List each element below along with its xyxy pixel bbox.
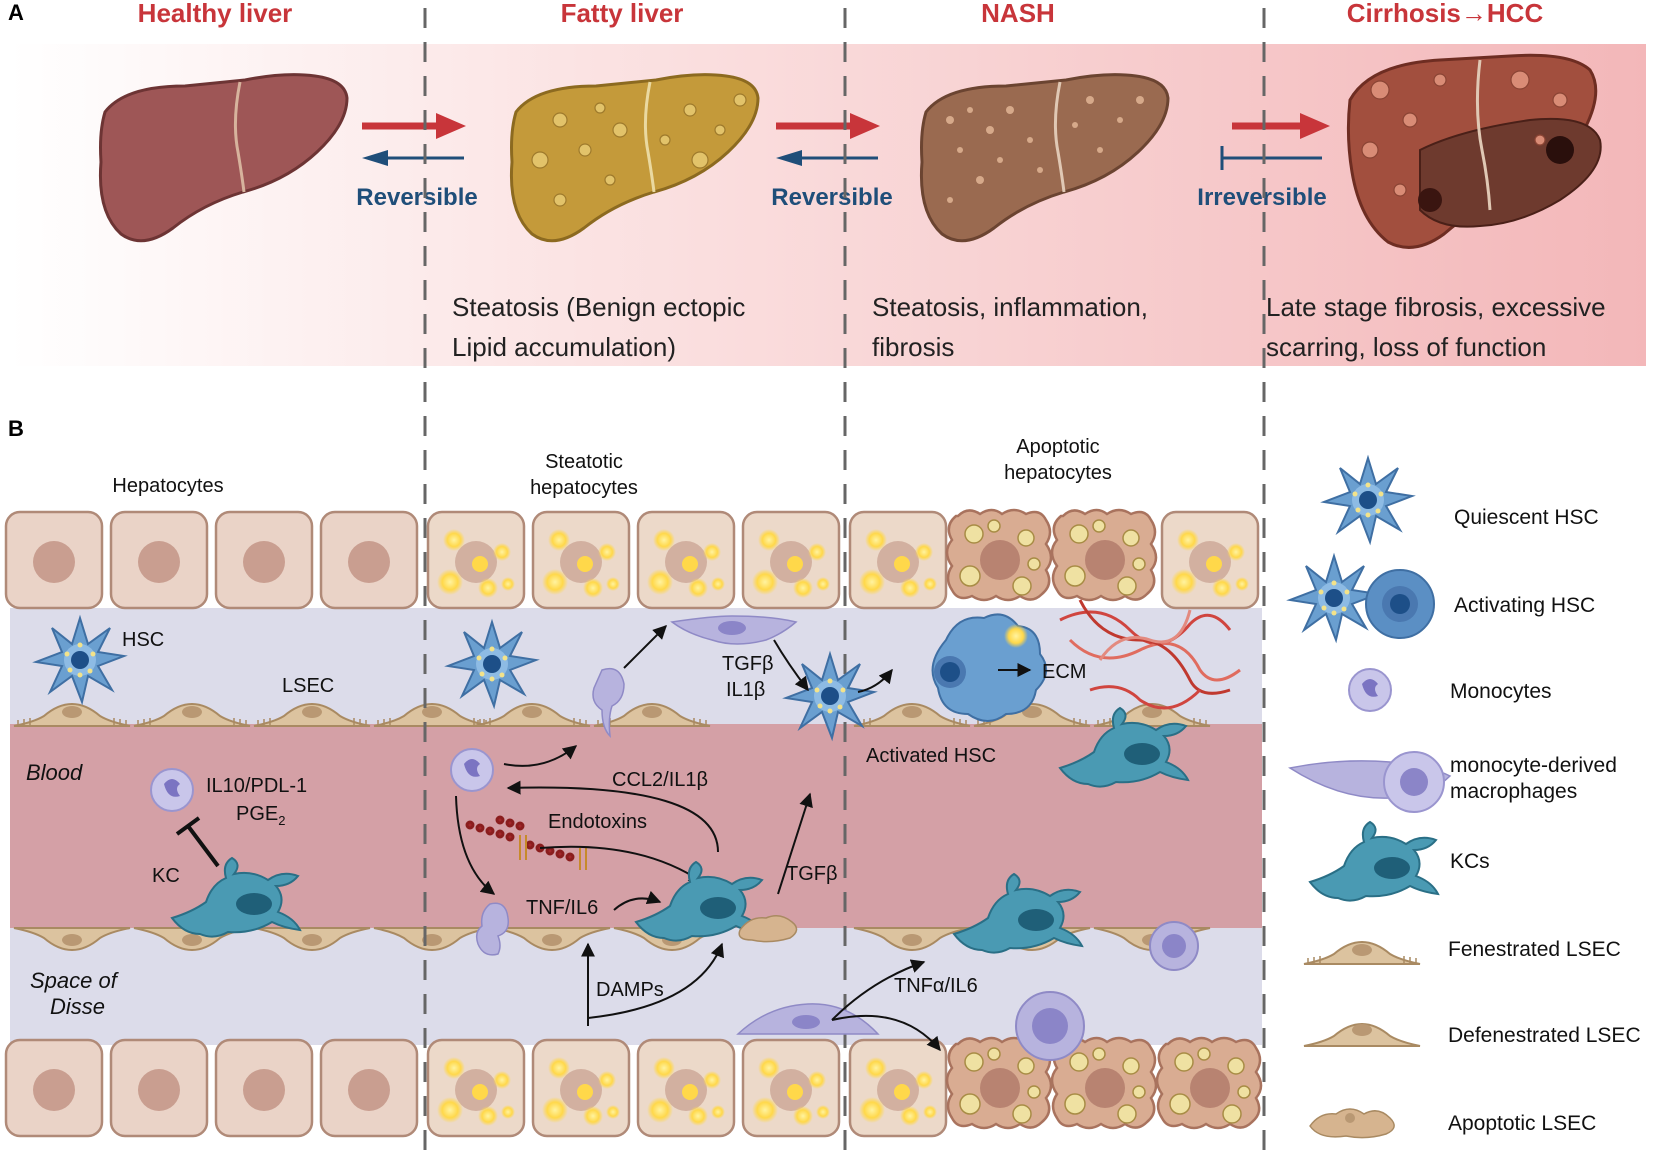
macrophage-cell-2: [736, 1003, 880, 1035]
endotoxin-arrow: [539, 845, 704, 883]
arrow-label-irreversible: Irreversible: [1197, 184, 1326, 211]
ecm-fibers: [1059, 599, 1241, 710]
apoptotic-lsec-small: [738, 915, 798, 943]
tnfa-il6-label: TNFα/IL6: [894, 975, 978, 997]
tgfb-arrow: [777, 792, 813, 895]
fatty-description-line1: Steatosis (Benign ectopic: [452, 292, 745, 322]
stage-label-nash: NASH: [981, 0, 1055, 28]
pge-label: PGE2: [236, 803, 285, 828]
legend-quiescent-hsc-label: Quiescent HSC: [1454, 506, 1599, 529]
cirrhosis-liver-icon: [1346, 53, 1602, 249]
large-macrophage: [1015, 991, 1085, 1061]
legend-apoptotic-lsec-label: Apoptotic LSEC: [1448, 1112, 1596, 1135]
endotoxin-molecules: [465, 815, 587, 870]
legend-kc-label: KCs: [1450, 850, 1490, 873]
damps-arrows: [581, 942, 724, 1026]
cirrhosis-description-line2: scarring, loss of function: [1266, 332, 1546, 362]
nash-liver-icon: [919, 73, 1170, 243]
space-of-disse-label-line2: Disse: [50, 994, 105, 1019]
legend-fenestrated-lsec-icon: [1303, 941, 1421, 965]
stage-separators: [423, 8, 1266, 1156]
legend-monocyte-label: Monocytes: [1450, 680, 1552, 703]
legend-macrophage-label-line1: monocyte-derived: [1450, 754, 1617, 777]
activated-macrophage: [1149, 921, 1199, 971]
legend-defenestrated-lsec-icon: [1303, 1022, 1421, 1047]
monocyte-cell: [150, 768, 194, 812]
arrow-group-1: [362, 113, 466, 166]
space-of-disse-label-line1: Space of: [30, 968, 120, 993]
lsec-label: LSEC: [282, 675, 334, 697]
tnf-il6-label: TNF/IL6: [526, 897, 598, 919]
hsc-label: HSC: [122, 629, 164, 651]
legend-fenestrated-lsec-label: Fenestrated LSEC: [1448, 938, 1621, 961]
transmigrating-monocyte: [475, 667, 625, 956]
legend-activating-hsc-label: Activating HSC: [1454, 594, 1595, 617]
lower-hepatocyte-row: [4, 1036, 1263, 1138]
il10-label: IL10/PDL-1: [206, 775, 307, 797]
monocyte-cell-2: [450, 748, 494, 792]
monocyte-migration-arrows: [455, 625, 809, 895]
stage-label-healthy: Healthy liver: [138, 0, 293, 28]
legend: Quiescent HSC Activating HSC Monocytes m…: [1288, 457, 1641, 1139]
apoptotic-label-line2: hepatocytes: [1004, 462, 1112, 484]
arrow-label-reversible-1: Reversible: [356, 184, 477, 211]
legend-defenestrated-lsec-label: Defenestrated LSEC: [1448, 1024, 1641, 1047]
steatotic-label-line1: Steatotic: [545, 451, 623, 473]
legend-macrophage-icon: [1288, 751, 1452, 813]
panel-a-label: A: [8, 0, 24, 25]
legend-activating-hsc-icon: [1289, 555, 1435, 641]
activated-hsc-label: Activated HSC: [866, 745, 996, 767]
legend-macrophage-label-line2: macrophages: [1450, 780, 1577, 803]
tgfb-label: TGFβ: [786, 863, 838, 885]
arrow-group-3: [1220, 113, 1330, 170]
ecm-label: ECM: [1042, 661, 1086, 683]
legend-quiescent-hsc-icon: [1323, 457, 1413, 543]
blood-label: Blood: [26, 760, 83, 785]
damps-label: DAMPs: [596, 979, 664, 1001]
tnf-il6-arrow: [613, 890, 662, 911]
tgfb-il1b-label-line1: TGFβ: [722, 653, 774, 675]
lipid-droplet: [1004, 624, 1028, 648]
nash-description-line1: Steatosis, inflammation,: [872, 292, 1148, 322]
steatotic-label-line2: hepatocytes: [530, 477, 638, 499]
legend-kc-icon: [1309, 821, 1439, 902]
hsc-activation-arrows: [857, 663, 1032, 693]
stage-label-cirrhosis: Cirrhosis→HCC: [1347, 0, 1544, 28]
legend-monocyte-icon: [1348, 668, 1392, 712]
tgfb-il1b-label-line2: IL1β: [726, 679, 765, 701]
stage-label-fatty: Fatty liver: [561, 0, 684, 28]
ccl2-label: CCL2/IL1β: [612, 769, 708, 791]
tnfa-arrows: [831, 959, 941, 1052]
fatty-liver-icon: [509, 73, 760, 243]
healthy-liver-icon: [98, 73, 349, 243]
apoptotic-label-line1: Apoptotic: [1016, 436, 1099, 458]
panel-b-label: B: [8, 416, 24, 441]
arrow-group-2: [776, 113, 880, 166]
macrophage-cell: [670, 615, 798, 645]
fatty-description-line2: Lipid accumulation): [452, 332, 676, 362]
arrow-label-reversible-2: Reversible: [771, 184, 892, 211]
kc-label: KC: [152, 865, 180, 887]
upper-hepatocyte-row: [4, 508, 1260, 610]
nash-description-line2: fibrosis: [872, 332, 954, 362]
inhibition-line: [175, 816, 220, 868]
legend-apoptotic-lsec-icon: [1309, 1108, 1395, 1139]
hepatocytes-label: Hepatocytes: [112, 475, 223, 497]
cirrhosis-description-line1: Late stage fibrosis, excessive: [1266, 292, 1606, 322]
endotoxins-label: Endotoxins: [548, 811, 647, 833]
ccl2-arrow: [506, 780, 719, 853]
